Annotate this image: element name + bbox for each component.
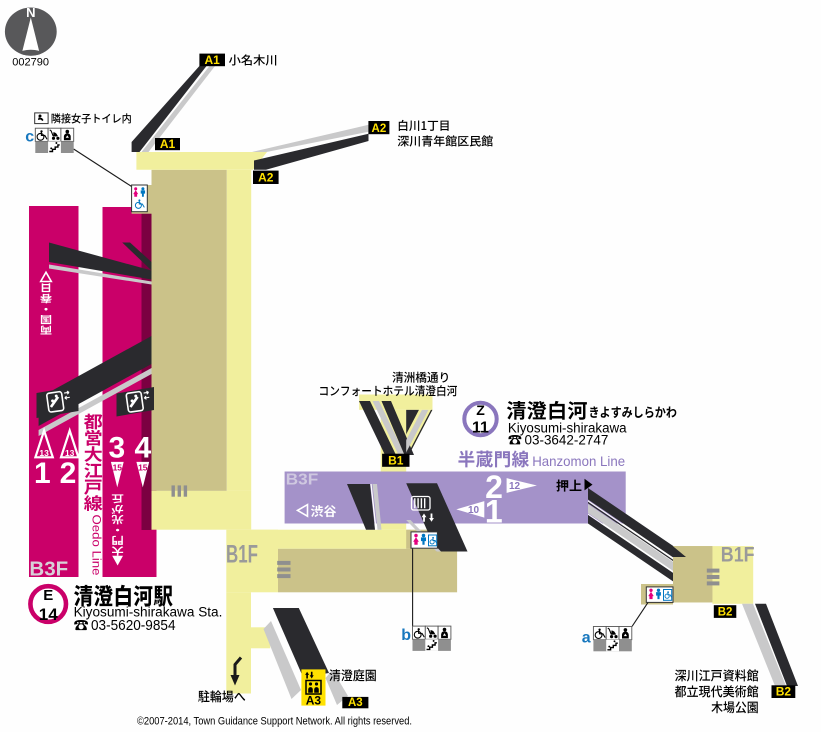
svg-text:A1: A1 xyxy=(160,137,176,151)
svg-text:10: 10 xyxy=(468,505,480,516)
svg-text:4: 4 xyxy=(135,431,152,464)
svg-text:N: N xyxy=(26,5,35,20)
svg-text:B2: B2 xyxy=(776,685,792,699)
svg-text:1: 1 xyxy=(485,494,503,530)
svg-text:A1: A1 xyxy=(205,53,221,67)
svg-text:b: b xyxy=(401,627,411,644)
svg-text:2: 2 xyxy=(485,469,503,505)
svg-text:a: a xyxy=(582,630,591,647)
svg-text:E: E xyxy=(43,587,53,604)
svg-text:13: 13 xyxy=(39,448,49,458)
svg-text:12: 12 xyxy=(509,481,521,492)
svg-text:1: 1 xyxy=(34,457,51,490)
svg-text:Hanzomon Line: Hanzomon Line xyxy=(532,453,625,469)
svg-text:A3: A3 xyxy=(348,697,363,709)
svg-text:B1F: B1F xyxy=(226,541,258,569)
svg-text:002790: 002790 xyxy=(12,57,49,69)
svg-text:B2: B2 xyxy=(718,607,733,619)
svg-text:B3F: B3F xyxy=(29,558,68,581)
svg-text:Kiyosumi-shirakawa Sta.: Kiyosumi-shirakawa Sta. xyxy=(74,605,223,620)
svg-text:Z: Z xyxy=(476,402,485,418)
svg-text:03-3642-2747: 03-3642-2747 xyxy=(525,432,609,448)
svg-text:A2: A2 xyxy=(258,171,274,185)
svg-text:2: 2 xyxy=(60,457,77,490)
svg-text:A2: A2 xyxy=(372,123,387,135)
svg-text:A3: A3 xyxy=(306,694,322,708)
svg-text:c: c xyxy=(25,129,34,146)
svg-text:15: 15 xyxy=(138,463,148,473)
svg-text:11: 11 xyxy=(472,420,489,437)
svg-text:03-5620-9854: 03-5620-9854 xyxy=(91,618,176,634)
svg-text:B3F: B3F xyxy=(286,471,319,488)
svg-text:©2007-2014, Town Guidance Supp: ©2007-2014, Town Guidance Support Networ… xyxy=(137,716,412,728)
svg-text:3: 3 xyxy=(108,431,125,464)
svg-text:13: 13 xyxy=(65,448,75,458)
svg-text:15: 15 xyxy=(113,463,123,473)
svg-text:B1: B1 xyxy=(388,453,404,467)
svg-text:Oedo Line: Oedo Line xyxy=(90,515,102,576)
svg-text:14: 14 xyxy=(39,605,58,624)
svg-text:B1F: B1F xyxy=(721,543,755,567)
svg-text:Kiyosumi-shirakawa: Kiyosumi-shirakawa xyxy=(508,420,627,435)
